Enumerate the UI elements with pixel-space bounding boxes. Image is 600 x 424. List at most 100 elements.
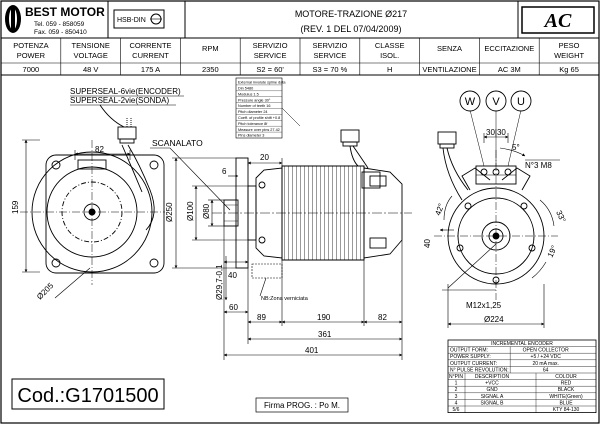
terminal-label-v: V xyxy=(492,96,500,108)
side-view xyxy=(212,129,412,269)
dim-side-82: 82 xyxy=(378,313,387,322)
spec-header-5-0: SERVIZIO xyxy=(312,41,347,50)
spline-row-1: Din 5480 xyxy=(238,87,253,91)
terminal-bubble-u xyxy=(510,90,532,112)
end-view-left xyxy=(20,104,165,285)
encoder-spec-label-3: N° PULSE REVOLUTION: xyxy=(450,367,509,373)
encoder-header-1: DESCRIPTION xyxy=(475,374,510,380)
spec-header-8-0: ECCITAZIONE xyxy=(484,44,534,53)
company-fax: Fax. 059 - 850410 xyxy=(34,29,87,36)
dim-side-6: 6 xyxy=(222,167,227,176)
spec-value-5: S3 = 70 % xyxy=(312,65,347,74)
terminal-label-u: U xyxy=(517,96,525,108)
encoder-header-0: N°PIN xyxy=(449,374,463,380)
encoder-pin-0-1: +VCC xyxy=(485,381,499,387)
encoder-spec-value-3: 64 xyxy=(543,367,549,373)
dim-right-19deg: 19° xyxy=(546,244,559,259)
dim-side-89: 89 xyxy=(257,313,266,322)
dim-right-33deg: 33° xyxy=(554,209,567,224)
spec-value-4: S2 = 60' xyxy=(256,65,284,74)
spec-header-1-1: VOLTAGE xyxy=(74,51,108,60)
part-code: Cod.:G1701500 xyxy=(17,385,158,407)
dims-left xyxy=(22,139,131,299)
spec-header-3-0: RPM xyxy=(202,44,219,53)
encoder-spec-label-1: POWER SUPPLY: xyxy=(450,354,491,360)
spline-row-9: Pins diameter 3 xyxy=(238,134,264,138)
spec-value-3: 2350 xyxy=(202,65,219,74)
encoder-pin-2-0: 3 xyxy=(455,394,458,400)
spec-header-4-0: SERVIZIO xyxy=(253,41,288,50)
spec-header-6-1: ISOL. xyxy=(380,51,399,60)
spline-row-5: Pitch diameter 24 xyxy=(238,110,268,114)
encoder-pin-1-0: 2 xyxy=(455,387,458,393)
dim-side-phi250: Ø250 xyxy=(165,202,174,222)
encoder-pin-4-0: 5/6 xyxy=(453,407,460,413)
spec-header-0-0: POTENZA xyxy=(13,41,48,50)
dim-left-82: 82 xyxy=(95,145,104,154)
spline-row-8: Measure over pins 27.42 xyxy=(238,128,280,132)
encoder-spec-value-1: +5 / +24 VDC xyxy=(531,354,562,360)
spec-value-0: 7000 xyxy=(23,65,40,74)
encoder-spec-label-0: OUTPUT FORM: xyxy=(450,348,488,354)
dim-right-3030: 30|30 xyxy=(486,128,506,137)
spline-row-3: Pressure angle 30° xyxy=(238,98,271,102)
dim-right-42deg: 42° xyxy=(433,202,446,216)
encoder-pin-2-2: WHITE(Green) xyxy=(549,394,583,400)
signature-line: Firma PROG. : Po M. xyxy=(264,401,340,410)
end-view-right xyxy=(434,109,558,300)
spec-value-2: 175 A xyxy=(141,65,160,74)
label-superseal-sonda: SUPERSEAL-2vie(SONDA) xyxy=(70,96,169,105)
encoder-title: INCREMENTAL ENCODER xyxy=(491,341,553,347)
encoder-pin-1-2: BLACK xyxy=(558,387,575,393)
ac-badge: AC xyxy=(543,10,572,32)
company-tel: Tel. 059 - 858059 xyxy=(34,21,85,28)
spec-value-1: 48 V xyxy=(83,65,98,74)
encoder-spec-value-2: 20 mA max. xyxy=(532,361,558,367)
terminal-label-w: W xyxy=(465,96,476,108)
spec-header-2-1: CURRENT xyxy=(132,51,169,60)
dim-side-20: 20 xyxy=(260,153,269,162)
spec-header-9-1: WEIGHT xyxy=(554,51,584,60)
spec-value-6: H xyxy=(387,65,392,74)
dim-left-phi205: Ø205 xyxy=(35,281,56,302)
encoder-pin-1-1: GND xyxy=(486,387,498,393)
dim-side-190: 190 xyxy=(317,313,331,322)
dim-right-m12: M12x1,25 xyxy=(466,301,502,310)
dim-right-5deg: 5° xyxy=(512,143,520,152)
encoder-pin-4-2: KTY 84-130 xyxy=(553,407,580,413)
encoder-pin-0-0: 1 xyxy=(455,381,458,387)
encoder-pin-0-2: RED xyxy=(561,381,572,387)
spline-row-2: Modulus 1.5 xyxy=(238,92,259,96)
spec-value-8: AC 3M xyxy=(498,65,521,74)
encoder-pin-3-2: BLUE xyxy=(559,400,573,406)
spec-header-6-0: CLASSE xyxy=(375,41,405,50)
company-name: BEST MOTOR xyxy=(25,5,105,19)
dim-side-401: 401 xyxy=(305,346,319,355)
dim-right-n3m8: N°3 M8 xyxy=(525,161,552,170)
spline-row-0: External involute spline data xyxy=(238,81,286,85)
spec-header-5-1: SERVICE xyxy=(314,51,347,60)
spec-header-4-1: SERVICE xyxy=(254,51,287,60)
encoder-spec-label-2: OUTPUT CURRENT: xyxy=(450,361,497,367)
encoder-pin-3-1: SIGNAL B xyxy=(481,400,505,406)
dim-side-phi80: Ø80 xyxy=(202,203,211,219)
dim-left-159: 159 xyxy=(11,200,20,214)
label-superseal-encoder: SUPERSEAL-6vie(ENCODER) xyxy=(70,87,181,96)
spline-row-6: Coeff. of profile shift +0.8 xyxy=(238,116,280,120)
dim-side-40: 40 xyxy=(228,271,237,280)
dim-side-phi100: Ø100 xyxy=(186,201,195,221)
company-logo: BEST MOTOR Tel. 059 - 858059 Fax. 059 - … xyxy=(5,5,105,36)
spec-header-9-0: PESO xyxy=(559,41,580,50)
drawing-title: MOTORE-TRAZIONE Ø217 xyxy=(295,9,407,19)
encoder-pin-3-0: 4 xyxy=(455,400,458,406)
spline-row-4: Number of teeth 16 xyxy=(238,104,271,108)
spec-header-2-0: CORRENTE xyxy=(129,41,171,50)
spec-header-0-1: POWER xyxy=(17,51,46,60)
spec-header-1-0: TENSIONE xyxy=(72,41,110,50)
dim-side-60: 60 xyxy=(229,303,238,312)
spec-header-7-0: SENZA xyxy=(437,44,462,53)
